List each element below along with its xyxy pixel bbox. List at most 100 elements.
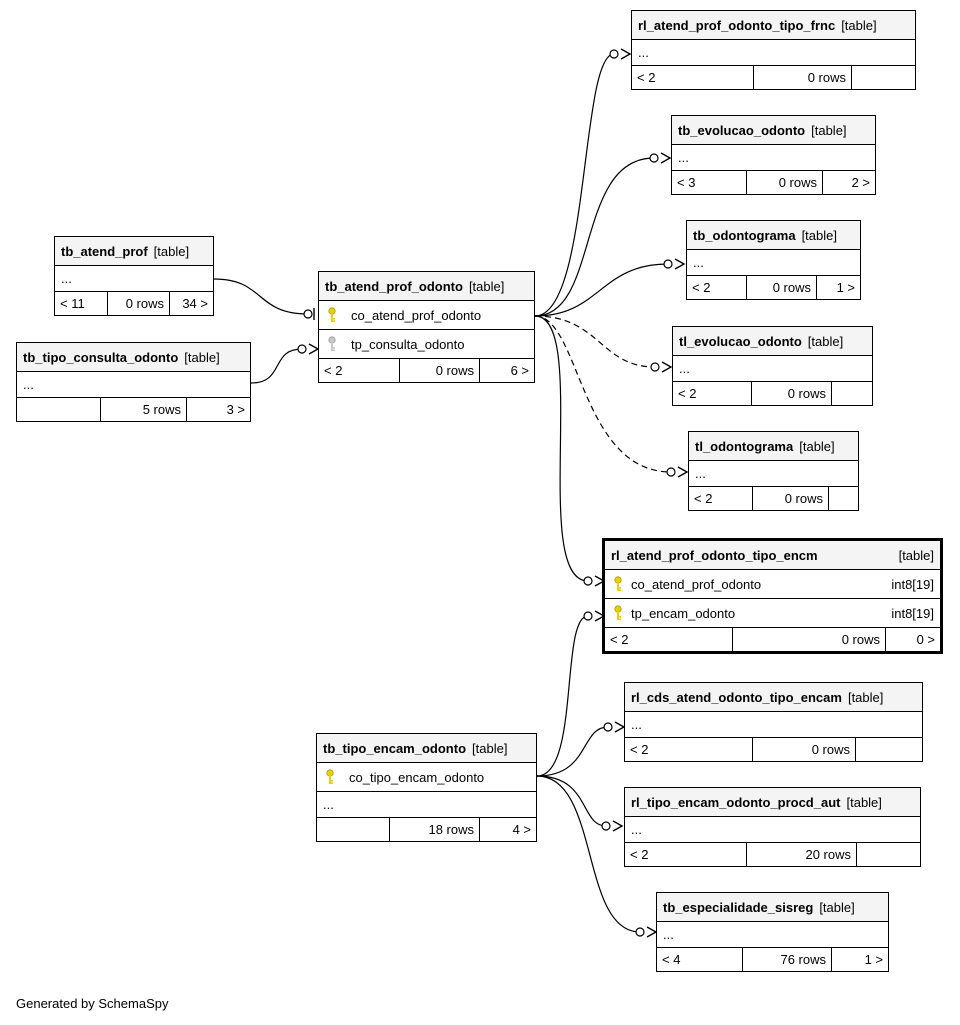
table-type: [table] <box>819 899 855 915</box>
table-footer: < 2 0 rows <box>673 382 872 405</box>
child-count[interactable]: 2 > <box>851 175 870 190</box>
column-name: co_tipo_encam_odonto <box>349 769 485 785</box>
table-tb-tipo-consulta-odonto[interactable]: tb_tipo_consulta_odonto[table] ... 5 row… <box>16 342 251 422</box>
row-count: 5 rows <box>101 398 187 421</box>
edge-tipo-encam-to-procd-aut <box>536 775 607 827</box>
table-tb-tipo-encam-odonto[interactable]: tb_tipo_encam_odonto[table] co_tipo_enca… <box>316 733 537 842</box>
row-count: 0 rows <box>400 359 480 382</box>
child-count[interactable]: 34 > <box>182 296 208 311</box>
child-count[interactable]: 6 > <box>510 363 529 378</box>
table-tb-atend-prof[interactable]: tb_atend_prof[table] ... < 11 0 rows 34 … <box>54 236 214 316</box>
column-row[interactable]: co_atend_prof_odonto int8[19] <box>605 570 940 599</box>
table-tb-evolucao-odonto[interactable]: tb_evolucao_odonto [table] ... < 3 0 rows… <box>671 115 876 195</box>
table-tb-especialidade-sisreg[interactable]: tb_especialidade_sisreg[table] ... < 4 7… <box>656 892 889 972</box>
more-columns: ... <box>687 250 860 276</box>
table-rl-atend-prof-odonto-tipo-frnc[interactable]: rl_atend_prof_odonto_tipo_frnc[table] ..… <box>631 10 916 90</box>
child-count[interactable] <box>832 382 872 405</box>
child-count[interactable] <box>852 66 915 89</box>
parent-count[interactable]: < 2 <box>673 382 752 405</box>
table-footer: < 2 20 rows <box>625 843 920 866</box>
optional-marker <box>666 467 676 477</box>
table-tb-odontograma[interactable]: tb_odontograma[table] ... < 2 0 rows 1 > <box>686 220 861 300</box>
edge-to-tl-evolucao <box>534 315 656 368</box>
parent-count[interactable]: < 2 <box>689 487 753 510</box>
table-name[interactable]: tb_evolucao_odonto <box>678 122 806 138</box>
optional-marker <box>583 611 593 621</box>
parent-count[interactable]: < 2 <box>625 738 753 761</box>
table-name[interactable]: tl_evolucao_odonto <box>679 333 802 349</box>
parent-count[interactable]: < 2 <box>687 276 747 299</box>
edge-tipo-encam-to-cds <box>536 726 609 777</box>
child-count[interactable]: 1 > <box>864 952 883 967</box>
more-columns: ... <box>689 461 858 487</box>
parent-count[interactable]: < 2 <box>625 843 747 866</box>
table-tl-odontograma[interactable]: tl_odontograma[table] ... < 2 0 rows <box>688 431 859 511</box>
table-header: tb_tipo_encam_odonto[table] <box>317 734 536 763</box>
parent-count[interactable]: < 11 <box>55 292 108 315</box>
table-header: rl_cds_atend_odonto_tipo_encam [table] <box>625 683 922 712</box>
child-count[interactable]: 4 > <box>512 822 531 837</box>
more-columns: ... <box>632 40 915 66</box>
many-crowfoot <box>620 48 632 60</box>
table-type: [table] <box>898 547 934 563</box>
edge-to-tipo-frnc <box>534 53 615 317</box>
table-rl-atend-prof-odonto-tipo-encm[interactable]: rl_atend_prof_odonto_tipo_encm [table] co… <box>602 538 943 654</box>
many-crowfoot <box>677 466 689 478</box>
column-row[interactable]: tp_encam_odonto int8[19] <box>605 599 940 628</box>
optional-marker <box>650 362 660 372</box>
child-count[interactable] <box>856 738 922 761</box>
more-columns: ... <box>55 266 213 292</box>
row-count: 76 rows <box>743 948 832 971</box>
table-type: [table] <box>811 122 847 138</box>
column-name: co_atend_prof_odonto <box>351 307 482 323</box>
table-name[interactable]: rl_tipo_encam_odonto_procd_aut <box>631 794 841 810</box>
table-header: rl_atend_prof_odonto_tipo_encm [table] <box>605 541 940 570</box>
table-tl-evolucao-odonto[interactable]: tl_evolucao_odonto[table] ... < 2 0 rows <box>672 326 873 406</box>
child-count[interactable]: 0 > <box>916 632 935 647</box>
row-count: 0 rows <box>753 738 856 761</box>
table-header: tl_evolucao_odonto[table] <box>673 327 872 356</box>
table-type: [table] <box>847 689 884 705</box>
table-name[interactable]: tb_atend_prof <box>61 243 148 259</box>
many-crowfoot <box>674 258 686 270</box>
table-name[interactable]: rl_atend_prof_odonto_tipo_frnc <box>638 17 836 33</box>
more-columns: ... <box>672 145 875 171</box>
table-footer: < 4 76 rows 1 > <box>657 948 888 971</box>
row-count: 0 rows <box>747 171 823 194</box>
table-name[interactable]: tb_odontograma <box>693 227 796 243</box>
parent-count[interactable]: < 2 <box>632 66 754 89</box>
column-row[interactable]: co_tipo_encam_odonto <box>317 763 536 792</box>
table-name[interactable]: tb_tipo_encam_odonto <box>323 740 467 756</box>
column-row[interactable]: co_atend_prof_odonto <box>319 301 534 330</box>
table-name[interactable]: rl_cds_atend_odonto_tipo_encam <box>631 689 842 705</box>
table-header: rl_atend_prof_odonto_tipo_frnc[table] <box>632 11 915 40</box>
table-name[interactable]: rl_atend_prof_odonto_tipo_encm <box>611 547 818 563</box>
table-type: [table] <box>184 349 220 365</box>
optional-marker <box>609 49 619 59</box>
table-type: [table] <box>799 438 835 454</box>
table-rl-tipo-encam-odonto-procd-aut[interactable]: rl_tipo_encam_odonto_procd_aut[table] ..… <box>624 787 921 867</box>
parent-count[interactable]: < 2 <box>319 359 400 382</box>
table-name[interactable]: tb_tipo_consulta_odonto <box>23 349 179 365</box>
child-count[interactable] <box>857 843 920 866</box>
child-count[interactable]: 3 > <box>226 402 245 417</box>
parent-count[interactable] <box>17 398 101 421</box>
table-name[interactable]: tl_odontograma <box>695 438 794 454</box>
parent-count[interactable]: < 4 <box>657 948 743 971</box>
table-name[interactable]: tb_atend_prof_odonto <box>325 278 463 294</box>
optional-marker <box>635 927 645 937</box>
parent-count[interactable]: < 3 <box>672 171 747 194</box>
table-header: tb_atend_prof[table] <box>55 237 213 266</box>
primary-key-icon <box>611 605 625 621</box>
parent-count[interactable] <box>317 818 390 841</box>
table-footer: < 2 0 rows 6 > <box>319 359 534 382</box>
table-header: tb_atend_prof_odonto[table] <box>319 272 534 301</box>
parent-count[interactable]: < 2 <box>605 628 733 651</box>
child-count[interactable]: 1 > <box>836 280 855 295</box>
table-rl-cds-atend-odonto-tipo-encam[interactable]: rl_cds_atend_odonto_tipo_encam[table] ..… <box>624 682 923 762</box>
table-name[interactable]: tb_especialidade_sisreg <box>663 899 814 915</box>
child-count[interactable] <box>829 487 858 510</box>
table-tb-atend-prof-odonto[interactable]: tb_atend_prof_odonto[table] co_atend_pro… <box>318 271 535 383</box>
column-row[interactable]: tp_consulta_odonto <box>319 330 534 359</box>
generator-credit: Generated by SchemaSpy <box>16 996 169 1011</box>
